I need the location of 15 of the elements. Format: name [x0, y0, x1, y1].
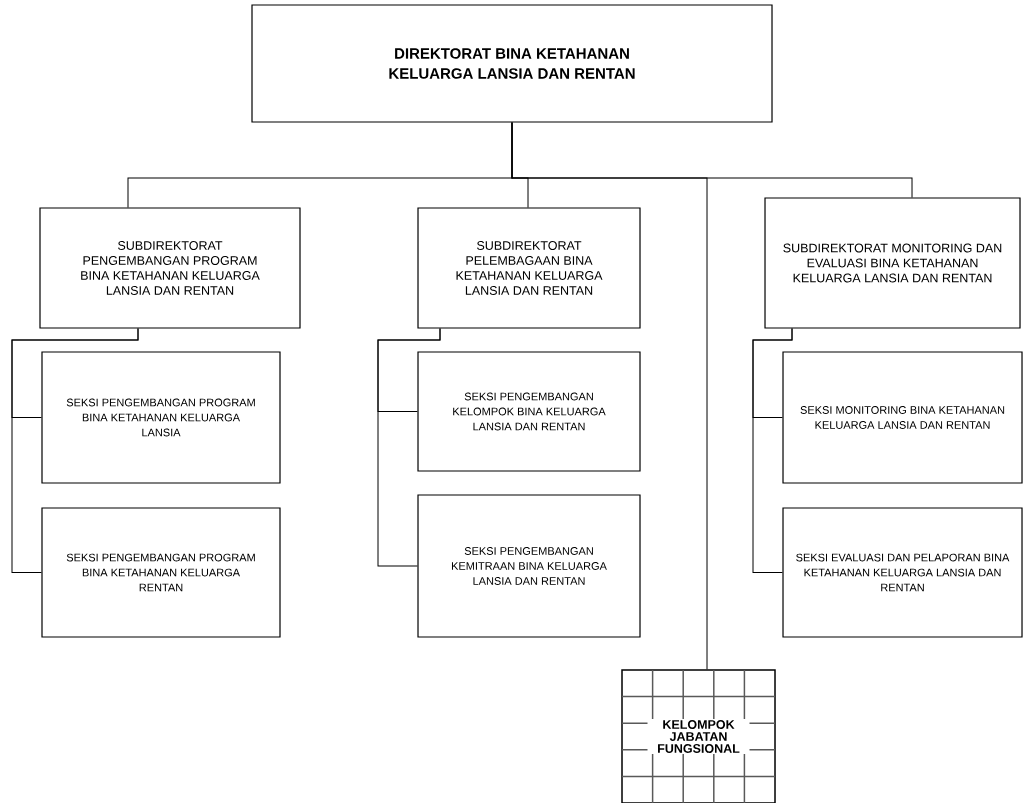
section-box: SEKSI MONITORING BINA KETAHANAN KELUARGA LANSIA DAN RENTAN [782, 351, 1023, 484]
connector-line [11, 328, 139, 573]
connector-line [377, 328, 441, 567]
section-box: SEKSI PENGEMBANGAN PROGRAM BINA KETAHANAN KELUARGA LANSIA [41, 351, 281, 484]
section-box: SEKSI PENGEMBANGAN KEMITRAAN BINA KELUARGA LANSIA DAN RENTAN [417, 494, 641, 638]
subdirectorate-box: SUBDIREKTORAT PENGEMBANGAN PROGRAM BINA KETAHANAN KELUARGA LANSIA DAN RENTAN [39, 207, 301, 329]
connector-line [511, 122, 708, 670]
subdirectorate-box: SUBDIREKTORAT MONITORING DAN EVALUASI BINA KETAHANAN KELUARGA LANSIA DAN RENTAN [764, 197, 1021, 329]
connector-line [752, 328, 793, 573]
grid-box: KELOMPOK JABATAN FUNGSIONAL [621, 669, 776, 803]
subdirectorate-box: SUBDIREKTORAT PELEMBAGAAN BINA KETAHANAN KELUARGA LANSIA DAN RENTAN [417, 207, 641, 329]
directorate-box: DIREKTORAT BINA KETAHANAN KELUARGA LANSIA DAN RENTAN [251, 4, 773, 123]
section-box: SEKSI PENGEMBANGAN PROGRAM BINA KETAHANAN KELUARGA RENTAN [41, 507, 281, 638]
section-box: SEKSI PENGEMBANGAN KELOMPOK BINA KELUARGA LANSIA DAN RENTAN [417, 351, 641, 472]
section-box: SEKSI EVALUASI DAN PELAPORAN BINA KETAHANAN KELUARGA LANSIA DAN RENTAN [782, 507, 1023, 638]
